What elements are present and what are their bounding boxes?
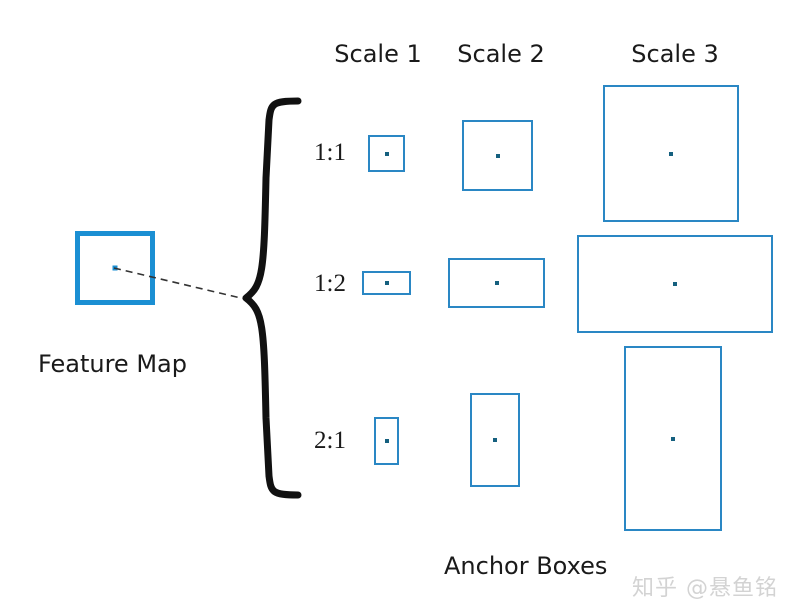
feature-map-center-dot	[112, 265, 118, 271]
ratio-label-1-2: 1:2	[314, 270, 346, 297]
anchor-center-dot	[493, 438, 497, 442]
scale-header-3: Scale 3	[631, 40, 719, 68]
anchor-box-2-1-scale-2[interactable]	[470, 393, 520, 487]
anchor-box-1-2-scale-3[interactable]	[577, 235, 773, 333]
watermark-text: 知乎 @悬鱼铭	[632, 576, 778, 601]
anchor-center-dot	[671, 436, 675, 441]
ratio-label-2-1: 2:1	[314, 427, 346, 454]
anchor-box-1-1-scale-2[interactable]	[462, 120, 533, 191]
anchor-box-1-2-scale-2[interactable]	[448, 258, 545, 308]
ratio-label-1-1: 1:1	[314, 139, 346, 166]
curly-brace	[242, 97, 302, 499]
anchor-boxes-caption: Anchor Boxes	[444, 552, 608, 580]
anchor-box-1-1-scale-3[interactable]	[603, 85, 739, 222]
anchor-center-dot	[495, 153, 500, 158]
anchor-box-2-1-scale-1[interactable]	[374, 417, 399, 465]
anchor-center-dot	[384, 151, 389, 156]
anchor-center-dot	[384, 281, 389, 285]
scale-header-1: Scale 1	[334, 40, 422, 68]
anchor-box-2-1-scale-3[interactable]	[624, 346, 722, 531]
anchor-center-dot	[384, 439, 389, 443]
anchor-box-1-1-scale-1[interactable]	[368, 135, 405, 172]
anchor-center-dot	[673, 282, 677, 286]
anchor-box-1-2-scale-1[interactable]	[362, 271, 411, 295]
anchor-center-dot	[669, 151, 673, 156]
scale-header-2: Scale 2	[457, 40, 545, 68]
feature-map-box[interactable]	[75, 231, 155, 305]
feature-map-label: Feature Map	[38, 350, 187, 378]
anchor-center-dot	[494, 281, 499, 285]
